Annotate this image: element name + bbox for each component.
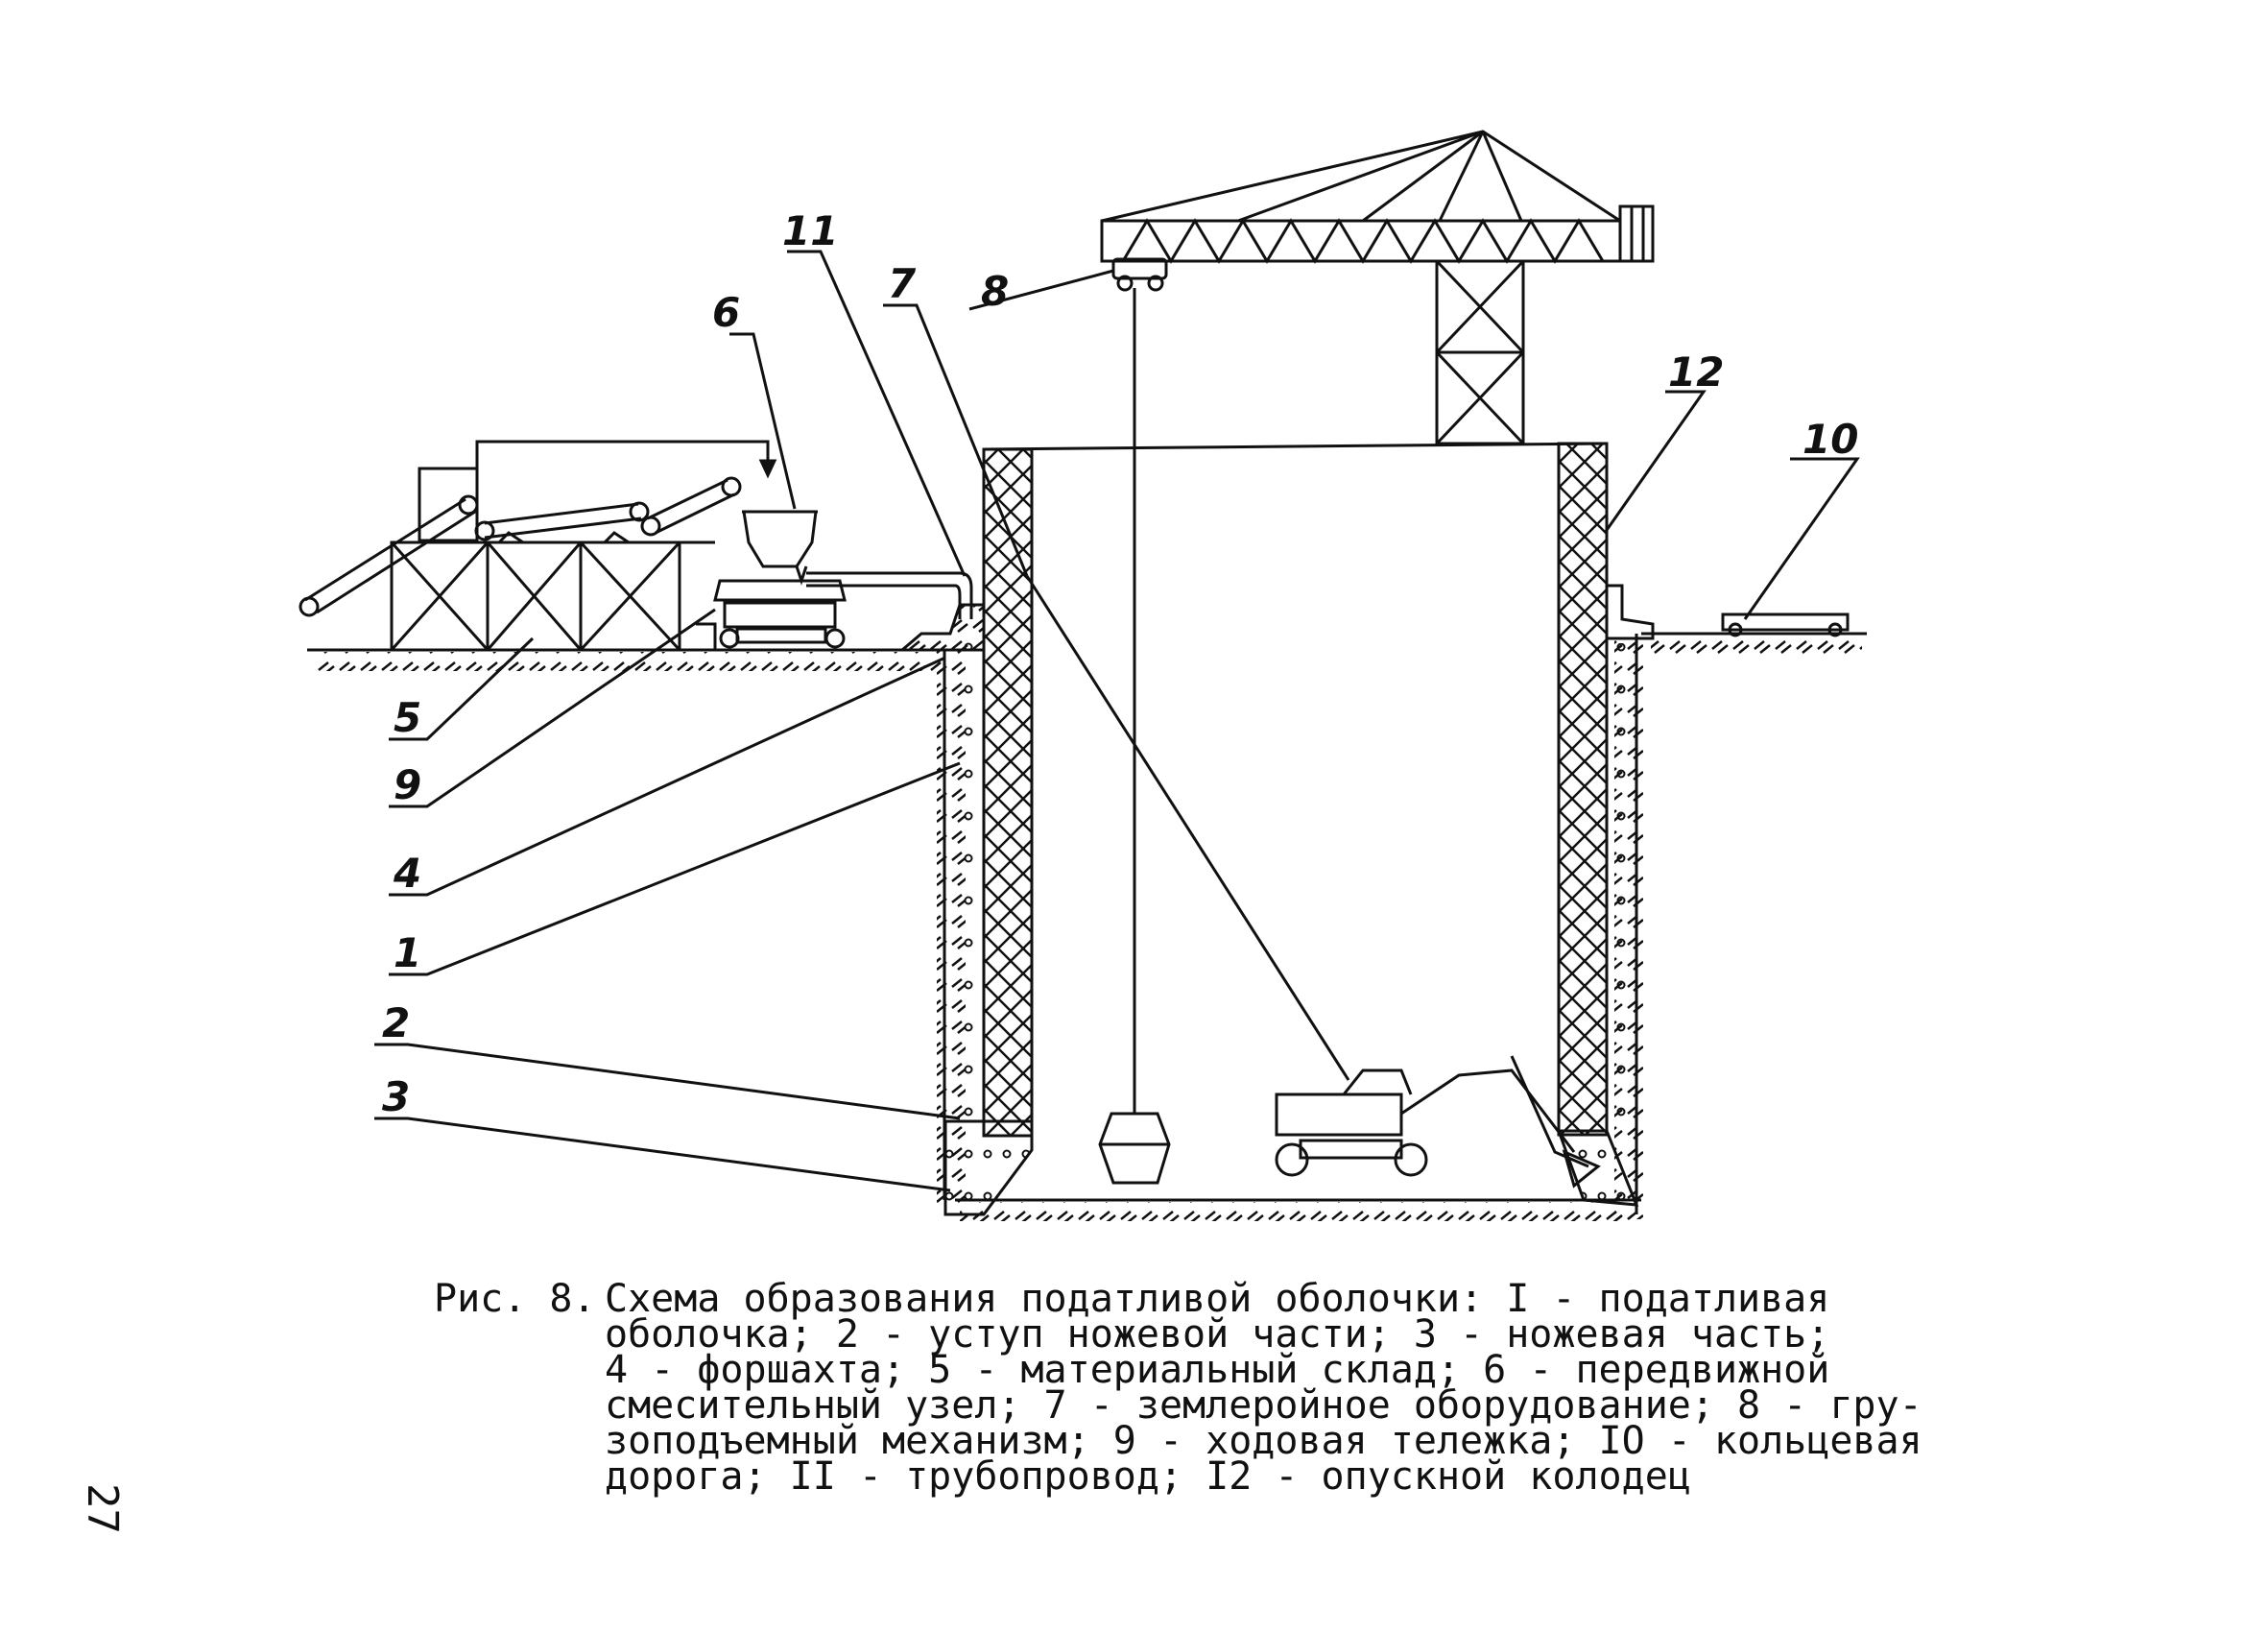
leader-7	[883, 303, 1029, 577]
caption-line-2: оболочка; 2 - уступ ножевой части; 3 - н…	[605, 1312, 1830, 1357]
caption-line-1: Схема образования податливой оболочки: I…	[605, 1277, 1830, 1321]
leader-3	[374, 1117, 951, 1192]
ring-road-platform	[1721, 612, 1850, 632]
crane-counterweight	[1618, 204, 1655, 263]
leader-6	[729, 332, 797, 510]
caption-line-4: смесительный узел; 7 - землеройное обору…	[605, 1383, 1922, 1428]
label-4: 4	[393, 850, 421, 897]
leader-9	[389, 608, 716, 808]
page-number: 27	[78, 1483, 127, 1534]
conveyor-3	[647, 478, 735, 535]
label-6: 6	[712, 289, 740, 336]
mixer-cart	[713, 579, 847, 602]
label-12: 12	[1668, 348, 1724, 396]
leader-5	[389, 636, 535, 741]
label-1: 1	[394, 929, 421, 976]
ground-hatch-right	[1651, 636, 1862, 657]
excavator-boom	[1400, 1069, 1576, 1153]
leader-10	[1743, 457, 1860, 620]
figure-caption: Рис. 8.Схема образования податливой обол…	[434, 1277, 1922, 1499]
pliable-shell-left	[960, 634, 981, 1123]
caption-line-6: дорога; II - трубопровод; I2 - опускной …	[605, 1454, 1691, 1499]
label-2: 2	[382, 999, 410, 1046]
label-7: 7	[888, 260, 917, 307]
label-11: 11	[782, 207, 838, 254]
conveyor-1	[304, 497, 476, 614]
mixer-hopper	[742, 510, 818, 568]
label-8: 8	[981, 268, 1009, 315]
label-3: 3	[382, 1073, 410, 1120]
bucket	[1098, 1112, 1171, 1185]
pit-bottom-hatch	[960, 1202, 1632, 1221]
forshaft-right	[1605, 584, 1655, 640]
label-10: 10	[1802, 416, 1858, 463]
leader-2	[374, 1043, 961, 1120]
label-5: 5	[394, 694, 421, 741]
caption-line-5: зоподъемный механизм; 9 - ходовая тележк…	[605, 1419, 1922, 1463]
pliable-shell-right	[1614, 643, 1634, 1123]
caisson-wall-right	[1557, 442, 1609, 1137]
hoist-trolley	[1111, 257, 1168, 280]
leader-12	[1603, 390, 1707, 534]
caisson-wall-left	[982, 447, 1034, 1138]
excavator-leader	[1025, 575, 1350, 1081]
caption-line-3: 4 - форшахта; 5 - материальный склад; 6 …	[605, 1348, 1830, 1392]
leader-11	[787, 250, 967, 577]
leader-1	[389, 761, 961, 976]
leader-8	[968, 269, 1114, 311]
leader-4	[389, 656, 946, 897]
mixer-track	[696, 622, 717, 650]
label-9: 9	[394, 761, 421, 808]
pipeline	[806, 571, 973, 619]
excavator-body	[1275, 1093, 1403, 1137]
knife-edge-left	[943, 1119, 1034, 1216]
caption-prefix: Рис. 8.	[434, 1277, 596, 1321]
ground-hatch-left	[317, 652, 941, 671]
